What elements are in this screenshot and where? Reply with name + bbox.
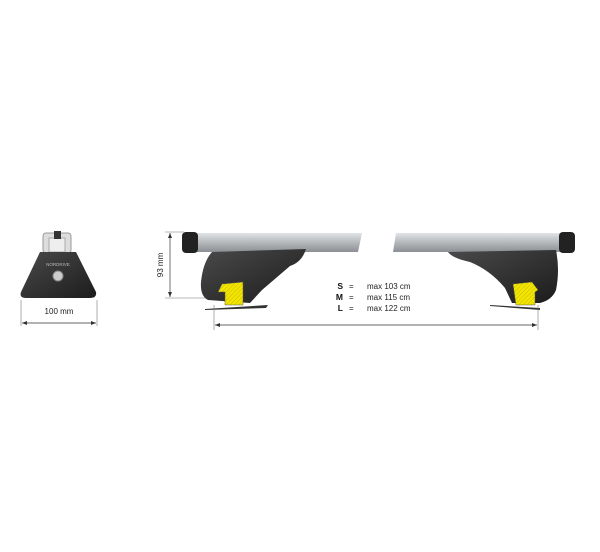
size-m-value: max 115 cm — [367, 293, 410, 302]
front-view-foot: NORDRIVE — [20, 231, 97, 298]
left-bar-section — [182, 232, 362, 310]
size-s-value: max 103 cm — [367, 282, 411, 291]
brand-logo: NORDRIVE — [46, 262, 70, 267]
equals: = — [349, 282, 354, 291]
size-s: S — [337, 281, 343, 291]
equals: = — [349, 304, 354, 313]
length-dimension — [213, 305, 539, 330]
height-label: 93 mm — [156, 252, 165, 277]
height-dimension: 93 mm — [156, 231, 210, 299]
equals: = — [349, 293, 354, 302]
size-m: M — [336, 292, 343, 302]
width-dimension: 100 mm — [20, 300, 98, 326]
lock-icon — [52, 270, 64, 282]
right-bar-section — [393, 232, 575, 310]
size-l-value: max 122 cm — [367, 304, 411, 313]
size-table: S = max 103 cm M = max 115 cm L = max 12… — [336, 281, 411, 313]
width-label: 100 mm — [45, 307, 74, 316]
size-l: L — [338, 303, 343, 313]
